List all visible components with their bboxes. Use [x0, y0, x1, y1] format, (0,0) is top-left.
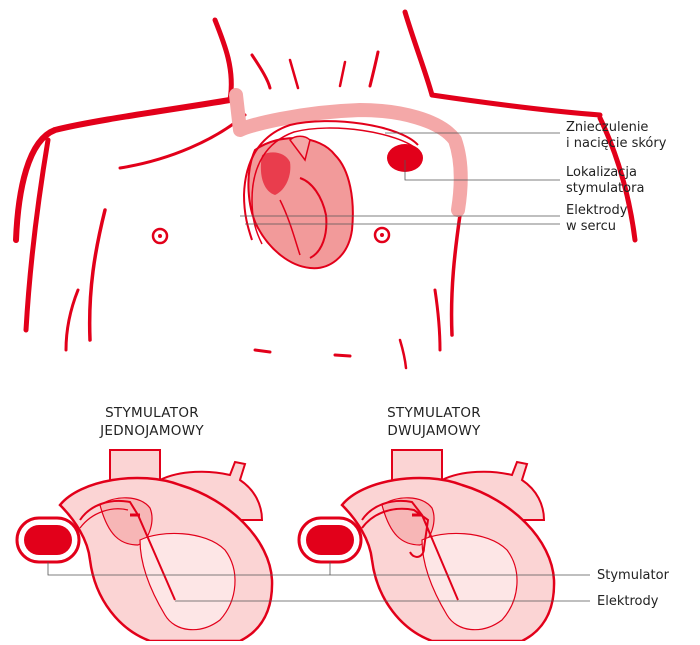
neck-line-2: [340, 62, 345, 86]
dual-chamber-figure: STYMULATOR DWUJAMOWY: [299, 405, 554, 641]
neck-muscle-left: [252, 55, 270, 88]
label-device-location-line1: Lokalizacja: [566, 165, 637, 180]
label-pacemaker: Stymulator: [597, 568, 670, 583]
label-electrodes: Elektrody: [597, 594, 659, 609]
dual-pacemaker-device: [299, 518, 361, 562]
label-heart-electrodes-line2: w sercu: [566, 219, 616, 234]
side-right: [452, 215, 460, 335]
leader-device-location: [405, 160, 560, 180]
side-right-3: [400, 340, 406, 368]
label-skin-incision-line2: i nacięcie skóry: [566, 136, 667, 151]
side-right-2: [435, 290, 440, 350]
dual-chamber-title-line1: STYMULATOR: [387, 405, 481, 421]
single-chamber-figure: STYMULATOR JEDNOJAMOWY: [17, 405, 272, 641]
clavicle-left: [120, 115, 245, 168]
dual-chamber-title-line2: DWUJAMOWY: [387, 423, 481, 439]
single-pacemaker-device: [17, 518, 79, 562]
neck-left: [215, 20, 231, 100]
nipple-right: [375, 228, 389, 242]
neck-line-1: [290, 60, 298, 88]
label-heart-electrodes-line1: Elektrody: [566, 203, 628, 218]
side-left-2: [66, 290, 78, 350]
nipple-left: [153, 229, 167, 243]
shoulder-right: [432, 95, 600, 115]
shoulder-left: [16, 100, 230, 240]
label-device-location-line2: stymulatora: [566, 181, 644, 196]
label-skin-incision-line1: Znieczulenie: [566, 120, 648, 135]
neck-muscle-right: [370, 52, 378, 86]
single-chamber-title-line1: STYMULATOR: [105, 405, 199, 421]
single-chamber-title-line2: JEDNOJAMOWY: [99, 423, 204, 439]
chest-heart: [248, 136, 352, 268]
side-left: [90, 210, 105, 340]
neck-right: [405, 12, 432, 95]
abdomen-line-2: [335, 355, 350, 356]
abdomen-line-1: [255, 350, 270, 352]
torso-figure: [16, 12, 635, 368]
